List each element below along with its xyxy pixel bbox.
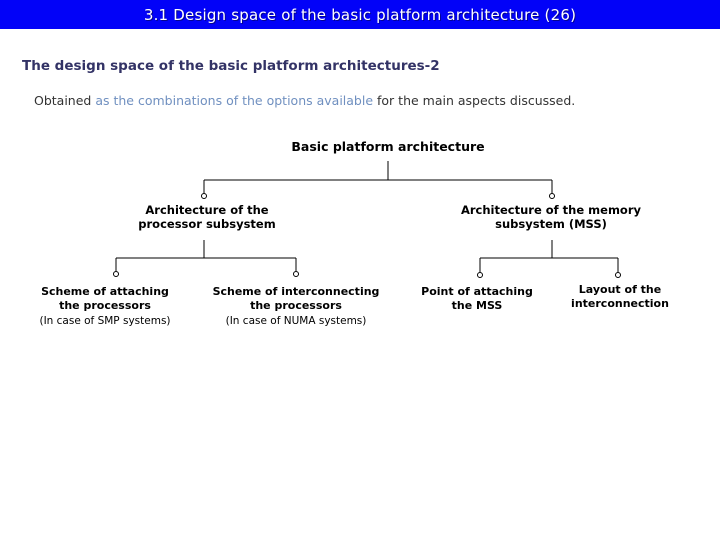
leaf-label-line: the processors <box>59 298 151 312</box>
paragraph-highlighted-phrase: as the combinations of the options avail… <box>95 93 374 108</box>
slide-title: 3.1 Design space of the basic platform a… <box>143 5 577 24</box>
body-paragraph: Obtained as the combinations of the opti… <box>34 93 575 108</box>
tree-branch-memory-subsystem: Architecture of the memory subsystem (MS… <box>451 203 651 231</box>
paragraph-part-3: for the main aspects discussed. <box>373 93 576 108</box>
leaf-label-line: Scheme of interconnecting <box>212 285 380 298</box>
leaf-label-line: Scheme of attaching <box>41 285 169 298</box>
leaf-label-line: the processors <box>250 298 342 312</box>
tree-root-node: Basic platform architecture <box>288 139 488 154</box>
root-connector <box>201 161 555 199</box>
leaf-label-line: Point of attaching <box>421 285 533 298</box>
branch-label-line: Architecture of the <box>145 203 269 217</box>
processor-subtree-connector <box>113 240 299 277</box>
tree-leaf-scheme-attaching-processors: Scheme of attaching the processors (In c… <box>25 285 185 327</box>
tree-root-label: Basic platform architecture <box>291 139 485 154</box>
memory-subtree-connector <box>477 240 621 278</box>
leaf-label-line: Layout of the <box>578 283 662 296</box>
leaf-label-line: interconnection <box>571 296 669 310</box>
branch-label-line: subsystem (MSS) <box>495 217 607 231</box>
leaf-note-smp: (In case of SMP systems) <box>39 315 171 327</box>
paragraph-part-1: Obtained <box>34 93 96 108</box>
slide-title-bar: 3.1 Design space of the basic platform a… <box>0 0 720 29</box>
branch-label-line: Architecture of the memory <box>460 203 642 217</box>
leaf-label-line: the MSS <box>451 298 503 312</box>
leaf-note-numa: (In case of NUMA systems) <box>225 315 367 327</box>
section-heading: The design space of the basic platform a… <box>22 58 440 74</box>
tree-leaf-scheme-interconnecting-processors: Scheme of interconnecting the processors… <box>203 285 389 327</box>
tree-leaf-layout-interconnection: Layout of the interconnection <box>540 283 700 310</box>
branch-label-line: processor subsystem <box>138 217 276 231</box>
tree-branch-processor-subsystem: Architecture of the processor subsystem <box>107 203 307 231</box>
tree-leaf-point-attaching-mss: Point of attaching the MSS <box>397 285 557 312</box>
